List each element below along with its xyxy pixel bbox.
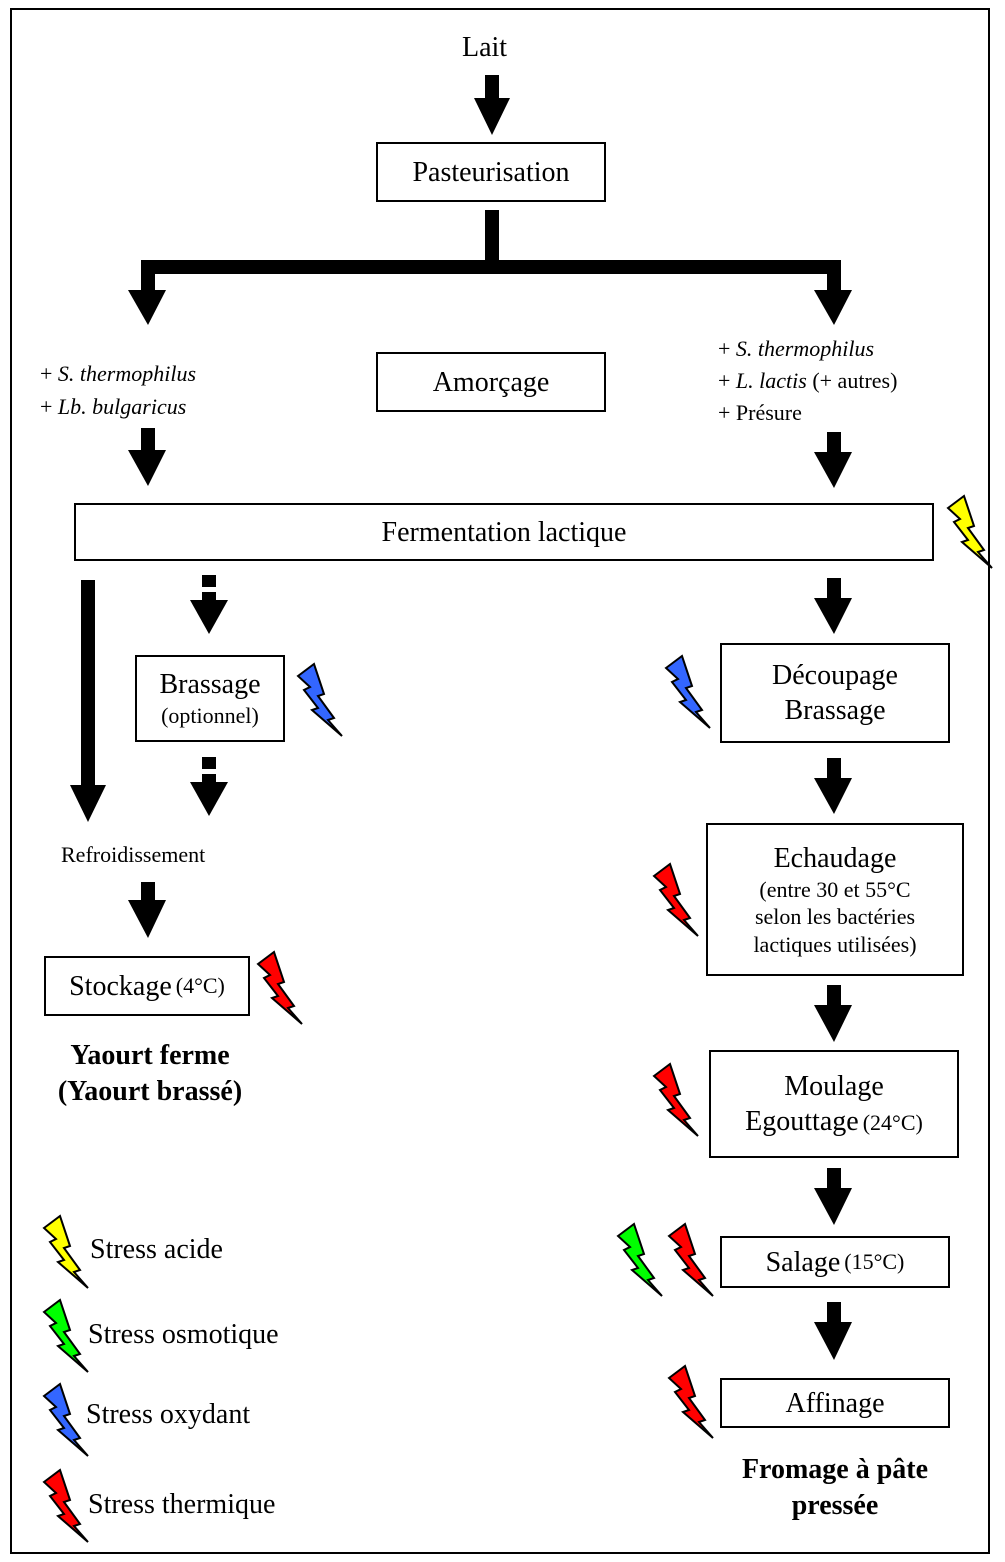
fromage-product: Fromage à pâte pressée bbox=[700, 1452, 970, 1524]
brassage-note: (optionnel) bbox=[161, 703, 259, 729]
arrow-split bbox=[128, 210, 852, 325]
right-presure: + Présure bbox=[718, 400, 802, 425]
arrow-brassage-echaudage bbox=[814, 758, 852, 814]
amorcage-label: Amorçage bbox=[432, 366, 550, 398]
echaudage-box: Echaudage (entre 30 et 55°C selon les ba… bbox=[706, 823, 964, 976]
arrow-fermentation-decoupage bbox=[814, 578, 852, 634]
left-strains: + S. thermophilus + Lb. bulgaricus bbox=[40, 357, 196, 423]
legend-label-oxydant: Stress oxydant bbox=[86, 1399, 251, 1430]
yaourt-line-1: Yaourt ferme bbox=[70, 1040, 230, 1071]
fromage-line-1: Fromage à pâte bbox=[741, 1454, 929, 1485]
right-strain-1: + S. thermophilus bbox=[718, 336, 875, 361]
arrow-lait-pasteurisation bbox=[474, 75, 510, 135]
echaudage-label: Echaudage bbox=[773, 842, 897, 874]
lightning-bolt-icon bbox=[42, 1214, 89, 1289]
lightning-bolt-icon bbox=[652, 862, 699, 937]
arrow-dashed-brassage-refroidissement bbox=[190, 757, 228, 816]
arrow-refroidissement-stockage bbox=[128, 882, 166, 938]
arrow-echaudage-moulage bbox=[814, 985, 852, 1042]
lightning-bolt-icon bbox=[296, 662, 343, 737]
salage-temp: (15°C) bbox=[844, 1249, 905, 1275]
arrow-moulage-salage bbox=[814, 1168, 852, 1225]
arrow-left-to-fermentation bbox=[128, 428, 166, 486]
moulage-label: Moulage bbox=[784, 1071, 884, 1102]
lightning-bolt-icon bbox=[42, 1468, 89, 1543]
arrow-right-to-fermentation bbox=[814, 432, 852, 488]
lightning-bolt-icon bbox=[664, 654, 711, 729]
decoupage-brassage-box: Découpage Brassage bbox=[720, 643, 950, 743]
lightning-bolt-icon bbox=[42, 1382, 89, 1457]
salage-box: Salage (15°C) bbox=[720, 1236, 950, 1288]
lightning-bolt-icon bbox=[946, 494, 993, 569]
lightning-bolt-icon bbox=[652, 1062, 699, 1137]
fermentation-box: Fermentation lactique bbox=[74, 503, 934, 561]
egouttage-line: Egouttage (24°C) bbox=[745, 1104, 923, 1139]
lightning-bolt-icon bbox=[256, 950, 303, 1025]
left-strain-2: + Lb. bulgaricus bbox=[40, 394, 187, 419]
echaudage-note-3: lactiques utilisées) bbox=[753, 931, 917, 957]
pasteurisation-label: Pasteurisation bbox=[412, 156, 570, 188]
arrow-fermentation-refroidissement bbox=[70, 580, 106, 822]
fermentation-label: Fermentation lactique bbox=[381, 516, 627, 548]
arrow-dashed-to-brassage bbox=[190, 575, 228, 634]
yaourt-product: Yaourt ferme (Yaourt brassé) bbox=[30, 1038, 270, 1110]
echaudage-note-2: selon les bactéries bbox=[754, 904, 916, 930]
stockage-label: Stockage bbox=[69, 970, 172, 1002]
legend-label-acide: Stress acide bbox=[90, 1234, 223, 1265]
right-strain-2: + L. lactis (+ autres) bbox=[718, 368, 898, 393]
stockage-temp: (4°C) bbox=[175, 973, 225, 999]
lightning-bolt-icon bbox=[667, 1364, 714, 1439]
stockage-box: Stockage (4°C) bbox=[44, 956, 250, 1016]
arrow-salage-affinage bbox=[814, 1302, 852, 1360]
refroidissement-label: Refroidissement bbox=[61, 842, 206, 867]
lightning-bolt-icon bbox=[667, 1222, 714, 1297]
amorcage-box: Amorçage bbox=[376, 352, 606, 412]
fromage-line-2: pressée bbox=[791, 1490, 879, 1521]
legend-label-thermique: Stress thermique bbox=[88, 1489, 276, 1520]
echaudage-note-1: (entre 30 et 55°C bbox=[759, 876, 911, 902]
legend-label-osmotique: Stress osmotique bbox=[88, 1319, 279, 1350]
lightning-bolt-icon bbox=[616, 1222, 663, 1297]
pasteurisation-box: Pasteurisation bbox=[376, 142, 606, 202]
brassage-optional-box: Brassage (optionnel) bbox=[135, 655, 285, 742]
egouttage-temp: (24°C) bbox=[862, 1110, 923, 1135]
left-strain-1: + S. thermophilus bbox=[40, 361, 197, 386]
yaourt-line-2: (Yaourt brassé) bbox=[57, 1076, 243, 1107]
brassage-right-label: Brassage bbox=[784, 695, 886, 726]
lightning-bolt-icon bbox=[42, 1298, 89, 1373]
egouttage-label: Egouttage bbox=[745, 1106, 859, 1137]
lait-label: Lait bbox=[462, 32, 508, 63]
diagram-frame bbox=[10, 8, 990, 1554]
salage-label: Salage bbox=[765, 1246, 841, 1278]
affinage-box: Affinage bbox=[720, 1378, 950, 1428]
brassage-label: Brassage bbox=[159, 669, 261, 701]
affinage-label: Affinage bbox=[785, 1387, 885, 1419]
right-strains: + S. thermophilus + L. lactis (+ autres)… bbox=[718, 333, 897, 429]
moulage-box: Moulage Egouttage (24°C) bbox=[709, 1050, 959, 1158]
decoupage-label: Découpage bbox=[772, 660, 898, 691]
